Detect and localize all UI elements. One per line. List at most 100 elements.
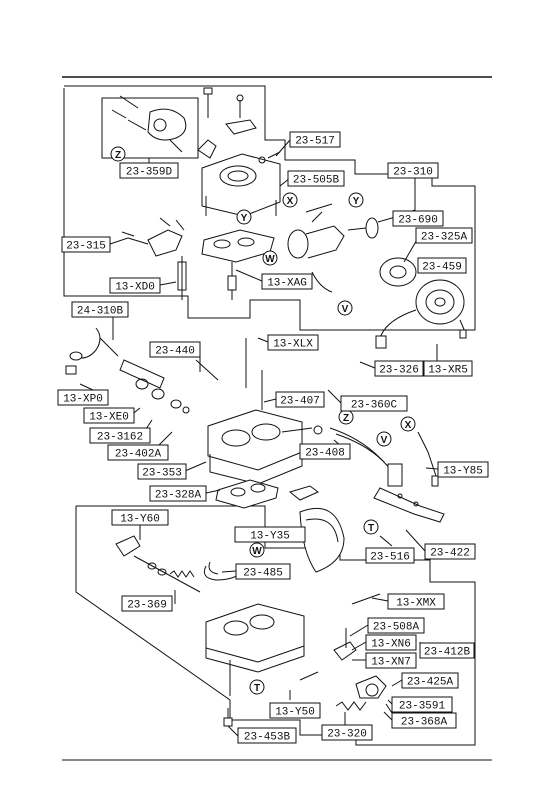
svg-text:23-440: 23-440	[155, 346, 195, 358]
svg-text:23-505B: 23-505B	[293, 175, 340, 187]
svg-text:23-459: 23-459	[422, 262, 462, 274]
label-13-xlx: 13-XLX	[267, 334, 319, 351]
label-13-xd0: 13-XD0	[109, 277, 161, 294]
part-top-screws	[197, 87, 257, 159]
svg-text:23-320: 23-320	[327, 729, 367, 741]
label-23-310: 23-310	[387, 162, 439, 179]
label-23-422: 23-422	[424, 543, 476, 560]
label-13-y85: 13-Y85	[437, 461, 489, 478]
label-23-359d: 23-359D	[119, 162, 179, 179]
svg-text:23-310: 23-310	[393, 167, 433, 179]
svg-text:23-353: 23-353	[142, 468, 182, 480]
label-23-412b: 23-412B	[419, 642, 475, 659]
label-23-315: 23-315	[61, 236, 111, 253]
ref-circle-z-top: Z	[110, 146, 126, 162]
svg-text:23-325A: 23-325A	[421, 232, 468, 244]
svg-text:24-310B: 24-310B	[77, 306, 124, 318]
part-needle-valve	[177, 256, 237, 300]
svg-text:23-485: 23-485	[243, 568, 283, 580]
part-cover-plate	[299, 507, 345, 573]
svg-text:23-315: 23-315	[66, 241, 106, 253]
svg-text:13-Y85: 13-Y85	[443, 466, 483, 478]
svg-text:V: V	[381, 435, 388, 446]
ref-circle-v-top: V	[337, 300, 353, 316]
label-23-320: 23-320	[321, 724, 373, 741]
svg-text:23-517: 23-517	[295, 136, 335, 148]
label-23-508a: 23-508A	[367, 617, 425, 634]
part-throttle-body	[205, 603, 305, 727]
ref-circle-t-mid: T	[363, 519, 379, 535]
ref-circle-w-low: W	[249, 542, 265, 558]
label-23-690: 23-690	[392, 210, 444, 227]
label-23-453b: 23-453B	[237, 727, 297, 744]
svg-text:13-Y35: 13-Y35	[250, 531, 290, 543]
label-23-485: 23-485	[235, 563, 291, 580]
svg-text:W: W	[252, 546, 262, 557]
label-13-xp0: 13-XP0	[57, 389, 109, 406]
svg-text:Z: Z	[115, 150, 121, 161]
svg-text:23-508A: 23-508A	[373, 622, 420, 634]
svg-text:23-453B: 23-453B	[244, 732, 291, 744]
svg-text:23-408: 23-408	[305, 448, 345, 460]
svg-text:23-412B: 23-412B	[424, 647, 471, 659]
svg-text:13-XLX: 13-XLX	[273, 339, 313, 351]
label-23-407: 23-407	[275, 391, 325, 408]
svg-text:X: X	[287, 196, 294, 207]
svg-text:13-XR5: 13-XR5	[428, 365, 468, 377]
part-left-lever	[121, 217, 185, 257]
label-13-xn7: 13-XN7	[365, 652, 417, 669]
part-inset-linkage	[101, 95, 199, 159]
label-23-325a: 23-325A	[415, 227, 473, 244]
svg-text:W: W	[265, 254, 275, 265]
part-choke-diaphragm	[287, 203, 379, 293]
ref-circle-y-mid: Y	[236, 209, 252, 225]
ref-circle-t-low: T	[249, 679, 265, 695]
label-23-516: 23-516	[365, 547, 415, 564]
svg-text:13-XP0: 13-XP0	[63, 394, 103, 406]
label-13-y35: 13-Y35	[234, 526, 306, 543]
ref-circle-x-top: X	[282, 192, 298, 208]
svg-text:23-425A: 23-425A	[407, 677, 454, 689]
upper-assembly-boundary	[63, 85, 476, 331]
svg-text:13-XAG: 13-XAG	[267, 278, 307, 290]
label-23-402a: 23-402A	[107, 444, 169, 461]
label-23-360c: 23-360C	[340, 395, 408, 412]
svg-text:23-360C: 23-360C	[351, 400, 398, 412]
label-13-y50: 13-Y50	[269, 702, 321, 719]
label-23-326: 23-326	[374, 360, 424, 377]
part-wire-harness	[329, 427, 445, 523]
svg-text:Y: Y	[241, 213, 248, 224]
svg-text:Y: Y	[353, 196, 360, 207]
ref-circle-w-top: W	[262, 250, 278, 266]
label-23-425a: 23-425A	[401, 672, 459, 689]
label-13-xmx: 13-XMX	[387, 593, 445, 610]
label-13-xn6: 13-XN6	[365, 634, 417, 651]
part-auto-choke	[375, 257, 467, 349]
part-linkage-right	[299, 593, 395, 717]
svg-text:23-359D: 23-359D	[126, 167, 173, 179]
ref-circle-v-mid: V	[376, 431, 392, 447]
part-throttle-shaft	[115, 535, 201, 593]
svg-text:13-XE0: 13-XE0	[89, 412, 129, 424]
label-23-368a: 23-368A	[391, 712, 457, 729]
label-24-310b: 24-310B	[71, 301, 129, 318]
svg-text:23-407: 23-407	[280, 396, 320, 408]
label-13-xag: 13-XAG	[261, 273, 313, 290]
svg-text:23-3591: 23-3591	[399, 701, 446, 713]
label-23-505b: 23-505B	[287, 170, 345, 187]
svg-text:T: T	[254, 683, 260, 694]
svg-text:23-422: 23-422	[430, 548, 470, 560]
label-23-3162: 23-3162	[89, 427, 151, 444]
svg-text:23-328A: 23-328A	[155, 490, 202, 502]
part-solenoid-wire	[65, 327, 119, 375]
svg-text:23-516: 23-516	[370, 552, 410, 564]
part-main-carb-body	[207, 338, 323, 485]
svg-text:23-402A: 23-402A	[115, 449, 162, 461]
svg-text:23-3162: 23-3162	[97, 432, 143, 444]
svg-text:13-Y60: 13-Y60	[120, 514, 160, 526]
svg-text:13-XMX: 13-XMX	[396, 598, 436, 610]
label-13-y60: 13-Y60	[111, 509, 169, 526]
label-23-408: 23-408	[299, 443, 351, 460]
svg-text:V: V	[342, 304, 349, 315]
